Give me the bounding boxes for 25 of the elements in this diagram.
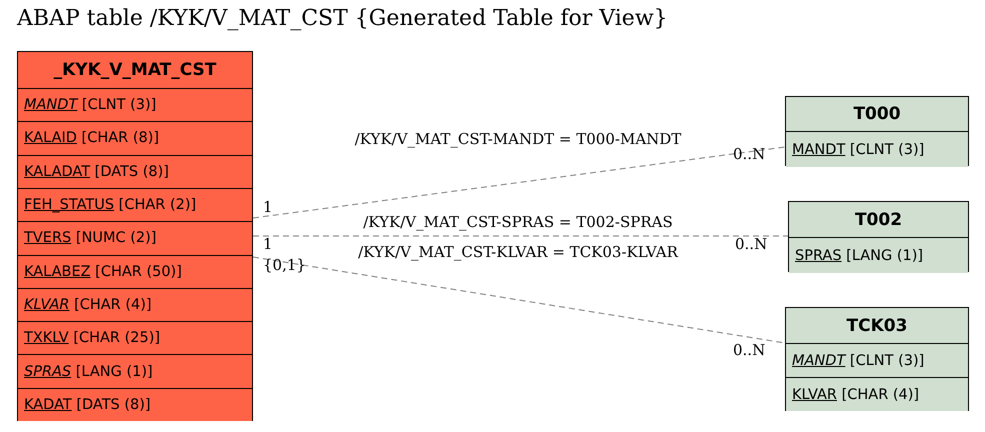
cardinality-label: 1	[263, 236, 273, 252]
cardinality-label: {0,1}	[263, 257, 306, 273]
cardinality-label: 0..N	[733, 146, 766, 162]
table-name: T000	[852, 103, 902, 126]
table-name: TCK03	[846, 314, 908, 338]
entity-table	[785, 96, 969, 166]
table-name: _KYK_V_MAT_CST	[52, 59, 218, 82]
entity-table	[17, 51, 253, 421]
edge-label: /KYK/V_MAT_CST-MANDT = T000-MANDT	[354, 131, 682, 147]
relation-line	[252, 146, 786, 218]
diagram-title: ABAP table /KYK/V_MAT_CST {Generated Table for View}	[17, 6, 668, 31]
table-name: T002	[854, 208, 904, 232]
cardinality-label: 1	[263, 199, 273, 215]
edge-label: /KYK/V_MAT_CST-KLVAR = TCK03-KLVAR	[358, 244, 678, 260]
field-row: KADAT [DATS (8)]	[18, 388, 252, 421]
entity-table	[785, 307, 969, 411]
cardinality-label: 0..N	[733, 342, 766, 358]
field-row: SPRAS [LANG (1)]	[789, 237, 968, 273]
entity-table	[788, 201, 969, 272]
field-row: KLVAR [CHAR (4)]	[786, 377, 968, 411]
field-row: MANDT [CLNT (3)]	[786, 131, 968, 167]
field-row: MANDT [CLNT (3)]	[18, 88, 252, 122]
cardinality-label: 0..N	[735, 236, 768, 252]
edge-label: /KYK/V_MAT_CST-SPRAS = T002-SPRAS	[363, 214, 673, 230]
field-row: TXKLV [CHAR (25)]	[18, 321, 252, 354]
